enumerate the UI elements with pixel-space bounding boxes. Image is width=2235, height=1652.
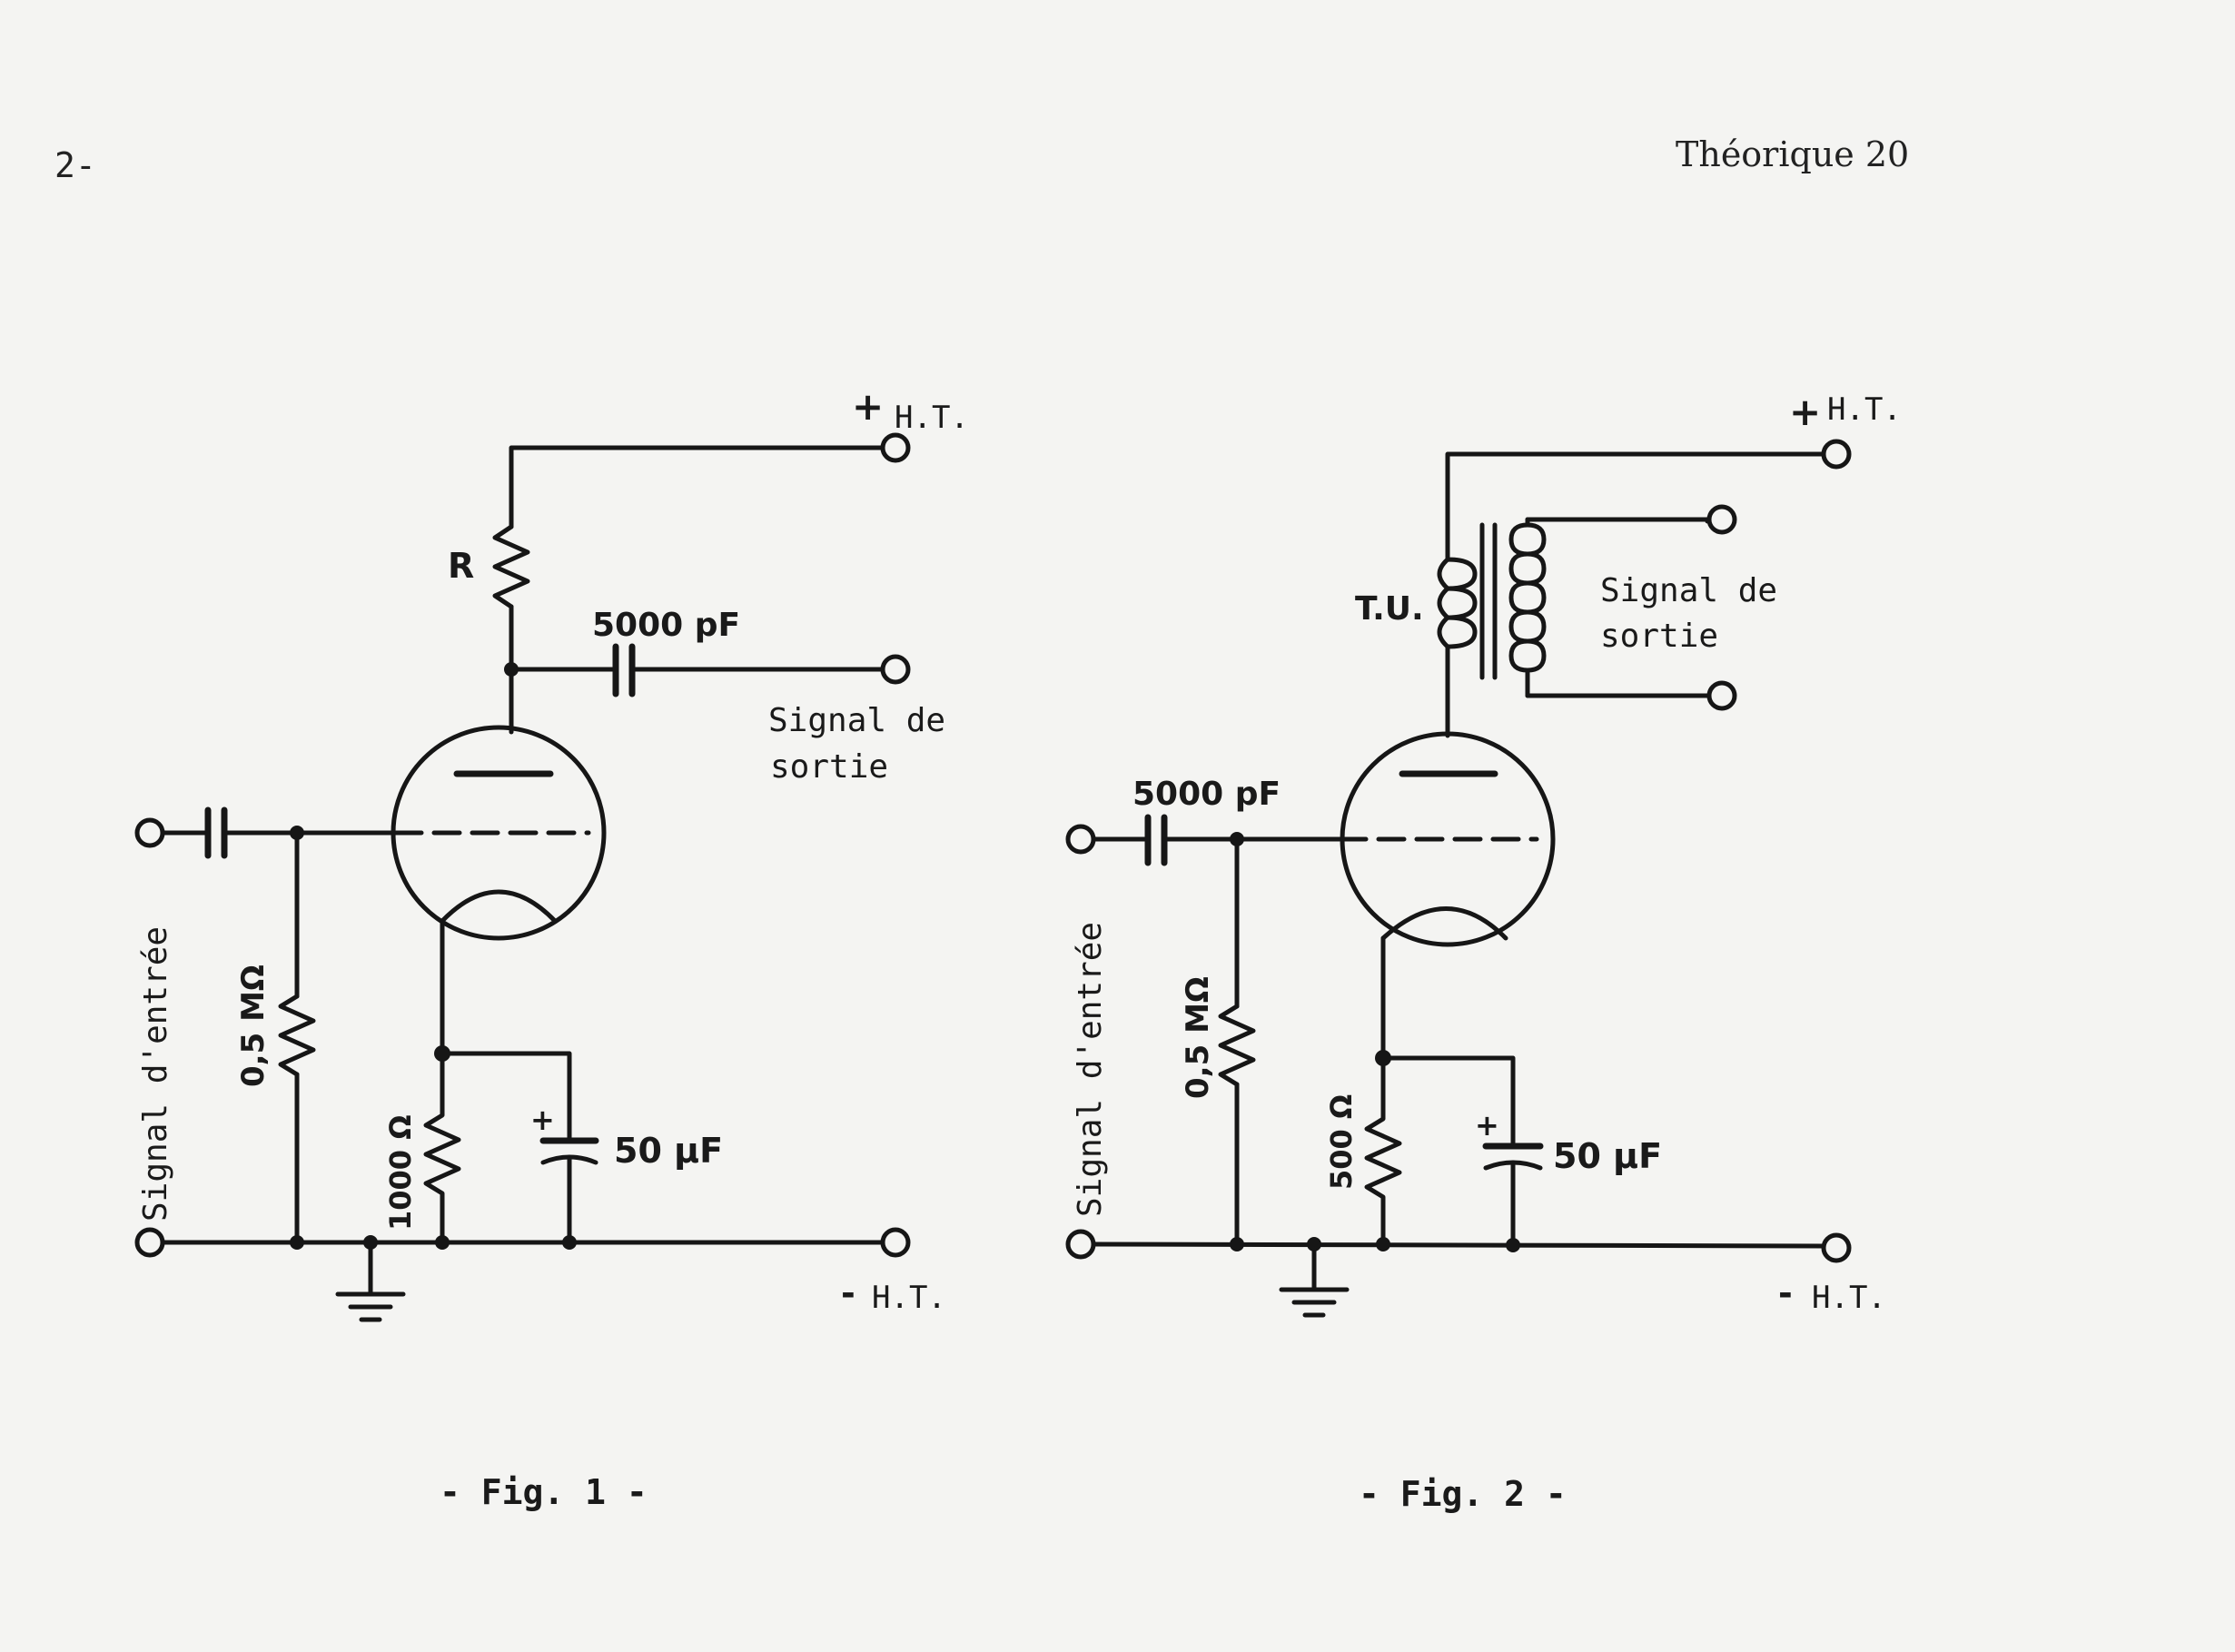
fig1-bypass-wire [440, 1051, 572, 1143]
fig1-grid-resistor-label: 0,5 MΩ [235, 964, 272, 1087]
fig1-coupling-cap-label: 5000 pF [592, 607, 740, 644]
fig1-hv-plus-sign: + [852, 384, 884, 429]
fig1-hv-minus-terminal [880, 1227, 911, 1258]
fig1-hv-plus-terminal [880, 432, 911, 463]
fig2-caption: - Fig. 2 - [1359, 1474, 1567, 1514]
fig2-triode-envelope [1340, 731, 1556, 947]
fig1-output-label-line1: Signal de [768, 702, 945, 739]
fig2-triode-cathode [1380, 906, 1508, 941]
fig2-output-terminal-bottom [1706, 680, 1737, 711]
fig1-cathode-resistor-label: 1000 Ω [383, 1115, 418, 1231]
fig2-output-terminal-top [1706, 504, 1737, 535]
fig2-cathode-resistor [1364, 1055, 1402, 1247]
fig2-hv-plus-wire [1445, 451, 1839, 562]
fig2-input-ground-terminal [1065, 1229, 1096, 1260]
fig1-input-ground-terminal [134, 1227, 165, 1258]
fig1-plate-resistor [492, 524, 530, 609]
fig2-cap-plus-sign: + [1475, 1108, 1499, 1143]
fig1-bus-node-c [435, 1235, 450, 1250]
fig1-circuit: + H.T. R 5000 pF Signal de sortie Signal… [134, 384, 969, 1512]
fig1-cap-plus-sign: + [530, 1103, 555, 1137]
fig2-grid-resistor-label: 0,5 MΩ [1180, 976, 1216, 1099]
page-number: 2- [54, 145, 96, 185]
fig1-triode-cathode [440, 889, 558, 924]
fig2-output-label-line1: Signal de [1600, 572, 1777, 609]
fig1-ground-symbol [335, 1240, 406, 1322]
fig2-bus-node-d [1506, 1238, 1520, 1252]
fig2-transformer-label: T.U. [1355, 590, 1424, 628]
fig2-circuit: + H.T. T.U. Signal de sortie 5000 pF Sig… [1065, 390, 1902, 1514]
fig1-hv-minus-label: H.T. [872, 1280, 946, 1316]
fig2-cathode-cap-label: 50 µF [1553, 1136, 1662, 1176]
fig2-hv-minus-sign: - [1778, 1273, 1793, 1313]
fig2-bus-node-c [1376, 1237, 1390, 1251]
fig2-bypass-wire [1380, 1055, 1516, 1149]
page-title: Théorique 20 [1676, 134, 1910, 174]
fig2-hv-minus-terminal [1821, 1232, 1852, 1263]
fig2-hv-plus-terminal [1821, 439, 1852, 470]
fig1-input-terminal [134, 817, 165, 848]
fig2-transformer-primary [1437, 557, 1478, 649]
fig2-ground-bus [1091, 1241, 1826, 1249]
fig1-output-terminal [880, 654, 911, 685]
fig1-grid-resistor [278, 994, 316, 1077]
fig1-output-label-line2: sortie [770, 748, 888, 786]
fig2-output-label-line2: sortie [1600, 618, 1718, 655]
fig1-caption: - Fig. 1 - [440, 1472, 648, 1512]
fig1-bus-node-d [562, 1235, 577, 1250]
fig2-ground-symbol [1279, 1241, 1350, 1318]
fig1-cathode-resistor [423, 1051, 461, 1245]
fig2-hv-plus-sign: + [1789, 390, 1821, 434]
fig1-cathode-cap-label: 50 µF [614, 1131, 723, 1171]
fig1-resistor-label: R [448, 546, 474, 586]
fig2-coupling-cap-label: 5000 pF [1132, 776, 1281, 813]
fig2-hv-minus-label: H.T. [1812, 1280, 1886, 1316]
fig2-cathode-resistor-label: 500 Ω [1324, 1094, 1359, 1190]
fig2-hv-plus-label: H.T. [1827, 391, 1902, 428]
fig1-hv-plus-label: H.T. [895, 400, 969, 436]
fig2-grid-resistor [1218, 1004, 1256, 1087]
fig2-input-label: Signal d'entrée [1072, 922, 1109, 1217]
fig1-input-label: Signal d'entrée [137, 926, 174, 1222]
fig2-transformer-secondary [1508, 522, 1547, 673]
fig1-hv-plus-wire [509, 445, 898, 529]
fig2-input-terminal [1065, 824, 1096, 855]
fig1-bus-node-a [290, 1235, 304, 1250]
fig1-hv-minus-sign: - [841, 1273, 855, 1313]
fig2-bus-node-a [1230, 1237, 1244, 1251]
